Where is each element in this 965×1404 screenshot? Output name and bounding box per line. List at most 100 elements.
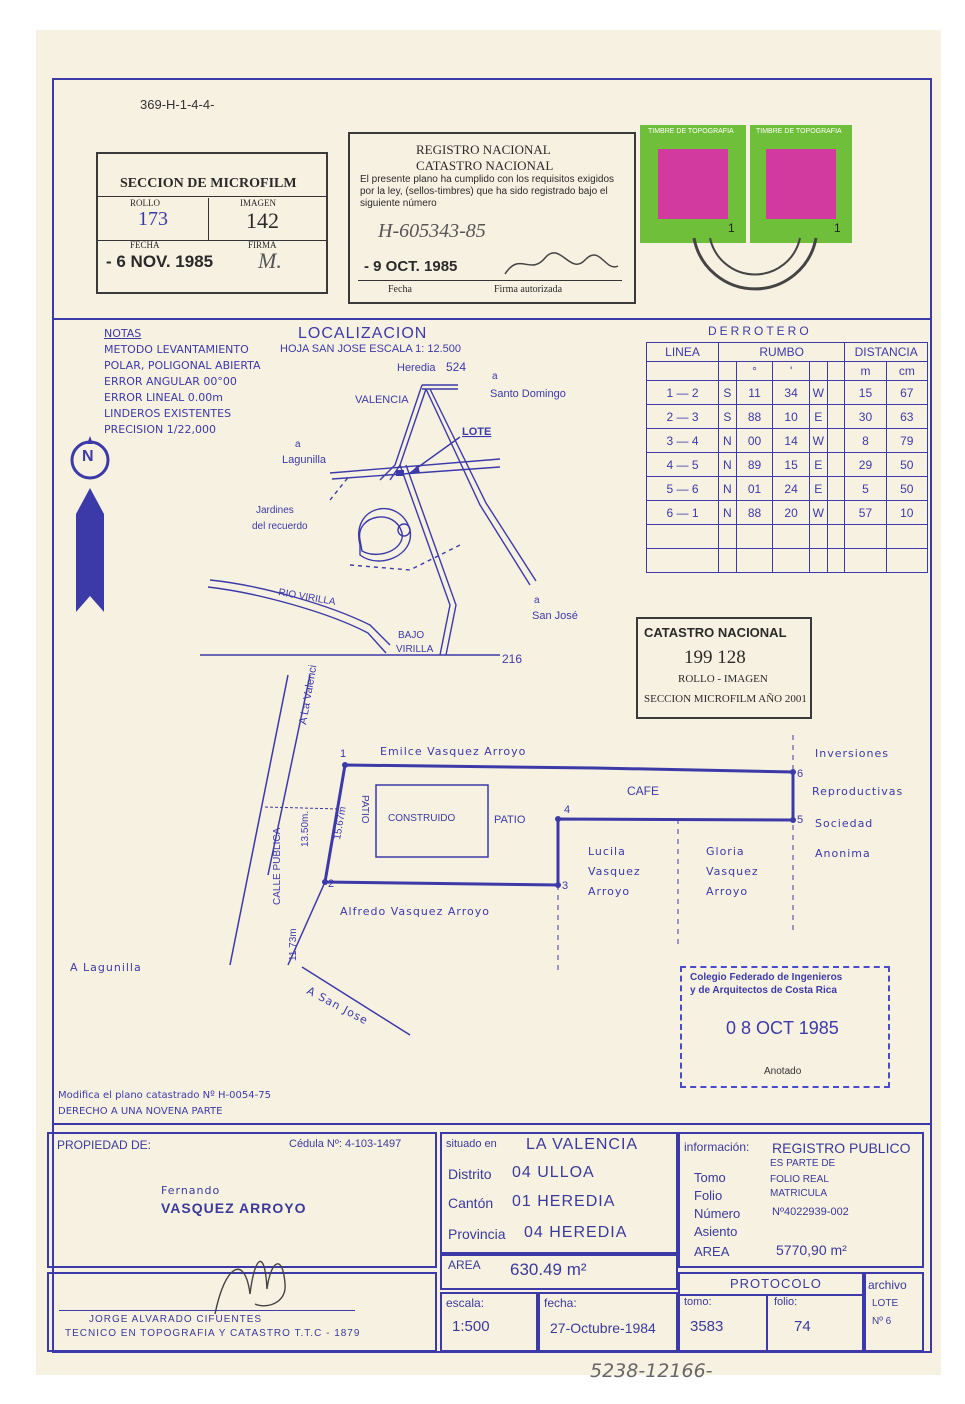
- label-p3: 3: [562, 880, 568, 892]
- label-construido: CONSTRUIDO: [388, 813, 455, 824]
- cell: 4 — 5: [645, 452, 720, 477]
- cell: 30: [844, 404, 887, 429]
- cell: E: [808, 404, 828, 429]
- canton-label: Cantón: [448, 1195, 494, 1211]
- cell: 34: [772, 380, 810, 405]
- fecha-label: fecha:: [544, 1296, 577, 1310]
- loc-a1: a: [492, 371, 498, 382]
- registro-signature: [504, 252, 619, 275]
- cell: 3 — 4: [645, 428, 720, 453]
- catastro-numbers: 199 128: [684, 647, 746, 668]
- colegio-stamp: Colegio Federado de Ingenieros y de Arqu…: [680, 966, 890, 1088]
- cell: 50: [885, 452, 929, 477]
- sheet-reference: 369-H-1-4-4-: [140, 97, 215, 112]
- firma-box: JORGE ALVARADO CIFUENTES TECNICO EN TOPO…: [47, 1260, 437, 1352]
- col-distancia: DISTANCIA: [844, 342, 928, 362]
- microfilm-stamp: SECCION DE MICROFILM ROLLO 173 IMAGEN 14…: [96, 152, 328, 294]
- modifica-line-2: DERECHO A UNA NOVENA PARTE: [58, 1106, 223, 1117]
- numero-value: Nº4022939-002: [772, 1206, 849, 1218]
- loc-lote: LOTE: [462, 426, 491, 438]
- protocolo-folio-label: folio:: [774, 1296, 798, 1308]
- catastro-title: CATASTRO NACIONAL: [644, 625, 787, 640]
- round-seal-icon: [692, 237, 818, 291]
- registro-fecha-label: Fecha: [388, 284, 412, 295]
- neighbor-anonima: Anonima: [815, 847, 871, 860]
- provincia-label: Provincia: [448, 1226, 506, 1242]
- rollo-label: ROLLO: [130, 198, 160, 208]
- protocolo-folio: 74: [794, 1318, 811, 1335]
- distrito-label: Distrito: [448, 1166, 492, 1182]
- catastro-stamp: CATASTRO NACIONAL 199 128 ROLLO - IMAGEN…: [636, 617, 812, 719]
- cell: 14: [772, 428, 810, 453]
- cell: N: [718, 476, 737, 501]
- cell: W: [808, 380, 828, 405]
- firma-label: FIRMA: [248, 240, 277, 250]
- situado-lugar: LA VALENCIA: [526, 1136, 639, 1153]
- label-calle: CALLE PUBLICA: [272, 827, 283, 905]
- cell: 88: [735, 500, 774, 525]
- loc-bajo-2: VIRILLA: [396, 644, 434, 655]
- colegio-line-1: Colegio Federado de Ingenieros: [690, 972, 843, 983]
- divider-bottom: [52, 1123, 930, 1125]
- tecnico-line-1: JORGE ALVARADO CIFUENTES: [89, 1314, 263, 1325]
- loc-rio: RIO VIRILLA: [277, 587, 336, 608]
- loc-jardines-1: Jardines: [256, 505, 294, 516]
- outer-border: [52, 78, 932, 1353]
- notas-line: ERROR ANGULAR 00°00: [104, 375, 237, 388]
- a-san-jose: A San Jose: [305, 984, 371, 1027]
- loc-a2: a: [295, 439, 301, 450]
- fecha-value: 27-Octubre-1984: [550, 1320, 656, 1336]
- gloria-1: Gloria: [706, 845, 745, 858]
- loc-santo-domingo: Santo Domingo: [490, 388, 566, 400]
- sub-cm: cm: [885, 361, 929, 381]
- propiedad-box: PROPIEDAD DE: Cédula Nº: 4-103-1497 Fern…: [47, 1132, 437, 1268]
- timbre-label-2: TIMBRE DE TOPOGRAFIA: [756, 128, 842, 135]
- fecha-box: fecha: 27-Octubre-1984: [538, 1292, 678, 1352]
- tomo-value: ES PARTE DE: [770, 1158, 836, 1169]
- timbre-stamp-1: TIMBRE DE TOPOGRAFIA 1: [640, 125, 746, 243]
- sub-min: ': [772, 361, 810, 381]
- plot-plan: A La Valencia 1 Emilce Vasquez Arroyo In…: [70, 665, 903, 1036]
- cell: N: [718, 500, 737, 525]
- cell: 24: [772, 476, 810, 501]
- loc-bajo-1: BAJO: [398, 630, 424, 641]
- numero-label: Número: [694, 1206, 741, 1221]
- loc-valencia: VALENCIA: [355, 394, 409, 406]
- rollo-value: 173: [138, 208, 168, 230]
- cell: N: [718, 452, 737, 477]
- situado-box: situado en LA VALENCIA Distrito 04 ULLOA…: [440, 1132, 678, 1254]
- folio-label: Folio: [694, 1188, 723, 1203]
- label-p1: 1: [340, 748, 346, 760]
- info-area-value: 5770,90 m²: [776, 1242, 847, 1258]
- asiento-label: Asiento: [694, 1224, 738, 1239]
- localizacion-subtitle: HOJA SAN JOSE ESCALA 1: 12.500: [280, 343, 461, 355]
- notas-block: NOTAS METODO LEVANTAMIENTO POLAR, POLIGO…: [104, 326, 261, 438]
- propiedad-label: PROPIEDAD DE:: [57, 1138, 152, 1152]
- imagen-value: 142: [246, 208, 279, 233]
- label-p4: 4: [564, 804, 570, 816]
- sub-m: m: [844, 361, 887, 381]
- propiedad-name-2: VASQUEZ ARROYO: [161, 1200, 307, 1216]
- provincia-value: 04 HEREDIA: [524, 1224, 628, 1241]
- loc-lagunilla: Lagunilla: [282, 454, 327, 466]
- north-label: N: [82, 448, 94, 465]
- cell: 8: [844, 428, 887, 453]
- tomo-label: Tomo: [694, 1170, 726, 1185]
- microfilm-fecha: - 6 NOV. 1985: [106, 252, 214, 271]
- imagen-label: IMAGEN: [240, 198, 276, 208]
- cell: 6 — 1: [645, 500, 720, 525]
- col-rumbo: RUMBO: [718, 342, 846, 362]
- propiedad-name-1: Fernando: [161, 1184, 221, 1197]
- protocolo-label: PROTOCOLO: [730, 1276, 822, 1291]
- neighbor-reproductivas: Reproductivas: [812, 785, 903, 798]
- cell: 79: [885, 428, 929, 453]
- situado-label: situado en: [446, 1138, 497, 1150]
- registro-firma-label: Firma autorizada: [494, 284, 563, 295]
- neighbor-alfredo: Alfredo Vasquez Arroyo: [340, 905, 490, 918]
- protocolo-tomo-label: tomo:: [684, 1296, 712, 1308]
- derrotero-title: DERROTERO: [708, 324, 812, 338]
